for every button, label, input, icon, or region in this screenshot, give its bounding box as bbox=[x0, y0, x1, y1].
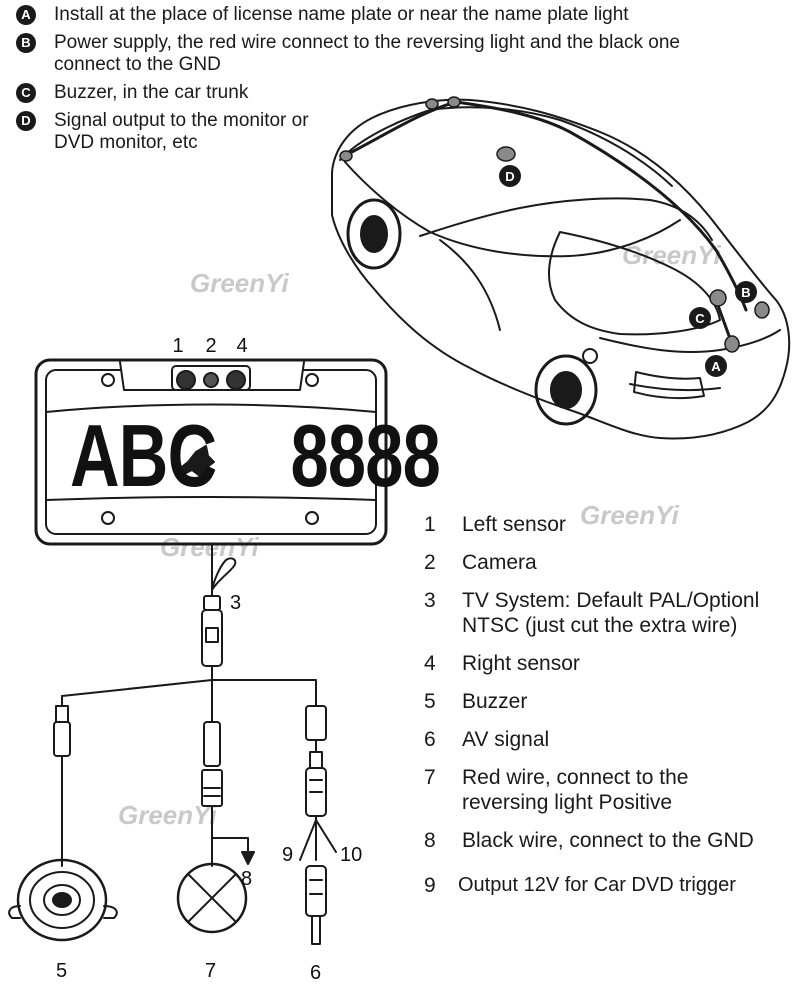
car-marker-b bbox=[735, 281, 757, 303]
note-b-text: Power supply, the red wire connect to th… bbox=[54, 32, 680, 75]
wire-label-9: 9 bbox=[282, 844, 294, 866]
car-marker-c bbox=[689, 307, 711, 329]
plate-label-4: 4 bbox=[236, 335, 247, 357]
car-bumper-line bbox=[629, 383, 721, 392]
wire-label-3: 3 bbox=[230, 592, 242, 614]
plate-bottom-curve bbox=[45, 496, 377, 501]
car-rear-wheel bbox=[534, 354, 598, 426]
car-marker-a bbox=[705, 355, 727, 377]
av-connector-top bbox=[305, 705, 327, 741]
car-fuel-cap bbox=[582, 348, 598, 364]
wire-label-10: 10 bbox=[340, 844, 363, 866]
plate-right-text: 8888 bbox=[290, 406, 441, 505]
note-d-text: Signal output to the monitor or DVD moni… bbox=[54, 110, 309, 153]
bolt-bottom-right bbox=[305, 511, 319, 525]
watermark-2: GreenYi bbox=[622, 240, 721, 270]
car-back-glass bbox=[548, 231, 721, 336]
camera-lens bbox=[203, 372, 219, 388]
wiring-harness bbox=[8, 543, 337, 945]
wire-label-6: 6 bbox=[310, 962, 322, 984]
note-b-badge: B bbox=[16, 33, 36, 53]
bolt-top-right bbox=[305, 373, 319, 387]
car-trunk-line bbox=[599, 329, 781, 354]
state-silhouette bbox=[177, 445, 215, 477]
plate-label-2: 2 bbox=[205, 335, 216, 357]
ground-arrow bbox=[241, 851, 255, 865]
plate-top-curve bbox=[45, 403, 377, 413]
buzzer-device bbox=[8, 858, 118, 942]
car-rear-hub bbox=[550, 371, 582, 409]
plate-label-1: 1 bbox=[172, 335, 183, 357]
bolt-top-left bbox=[101, 373, 115, 387]
plate-left-text: ABC bbox=[70, 406, 217, 505]
watermark-5: GreenYi bbox=[118, 800, 217, 830]
note-d-badge: D bbox=[16, 111, 36, 131]
note-c: C Buzzer, in the car trunk bbox=[16, 82, 736, 104]
note-a-badge: A bbox=[16, 5, 36, 25]
note-c-badge: C bbox=[16, 83, 36, 103]
bolt-bottom-left bbox=[101, 511, 115, 525]
left-sensor-eye bbox=[176, 370, 196, 390]
car-door-line bbox=[439, 239, 501, 331]
car-body bbox=[331, 98, 791, 440]
note-d: D Signal output to the monitor or DVD mo… bbox=[16, 110, 736, 154]
car-beltline bbox=[344, 161, 681, 258]
wire-label-8: 8 bbox=[241, 868, 253, 890]
tv-system-loop bbox=[211, 557, 237, 591]
wire-label-5: 5 bbox=[56, 960, 68, 982]
note-c-text: Buzzer, in the car trunk bbox=[54, 82, 249, 103]
note-b: B Power supply, the red wire connect to … bbox=[16, 32, 736, 76]
car-front-hub bbox=[360, 215, 388, 253]
car-marker-b-label: B bbox=[741, 285, 750, 300]
car-marker-a-label: A bbox=[711, 359, 721, 374]
reverse-light-bulb bbox=[176, 862, 248, 934]
car-front-wheel bbox=[346, 198, 402, 270]
note-a-text: Install at the place of license name pla… bbox=[54, 4, 629, 25]
watermark-4: GreenYi bbox=[160, 532, 259, 562]
car-tail-light bbox=[633, 371, 705, 400]
car-marker-d-label: D bbox=[505, 169, 514, 184]
right-sensor-eye bbox=[226, 370, 246, 390]
wire-label-7: 7 bbox=[205, 960, 217, 982]
av-connector-bottom bbox=[305, 865, 327, 917]
note-a: A Install at the place of license name p… bbox=[16, 4, 736, 26]
car-marker-d bbox=[499, 165, 521, 187]
car-wire-route bbox=[342, 100, 748, 312]
plate-number: ABC 8888 bbox=[70, 405, 441, 507]
watermark-3: GreenYi bbox=[580, 500, 679, 530]
buzzer-connector bbox=[53, 721, 71, 757]
car-illustration bbox=[331, 96, 791, 440]
installation-notes: A Install at the place of license name p… bbox=[16, 4, 736, 160]
car-marker-c-label: C bbox=[695, 311, 705, 326]
watermark-1: GreenYi bbox=[190, 268, 289, 298]
